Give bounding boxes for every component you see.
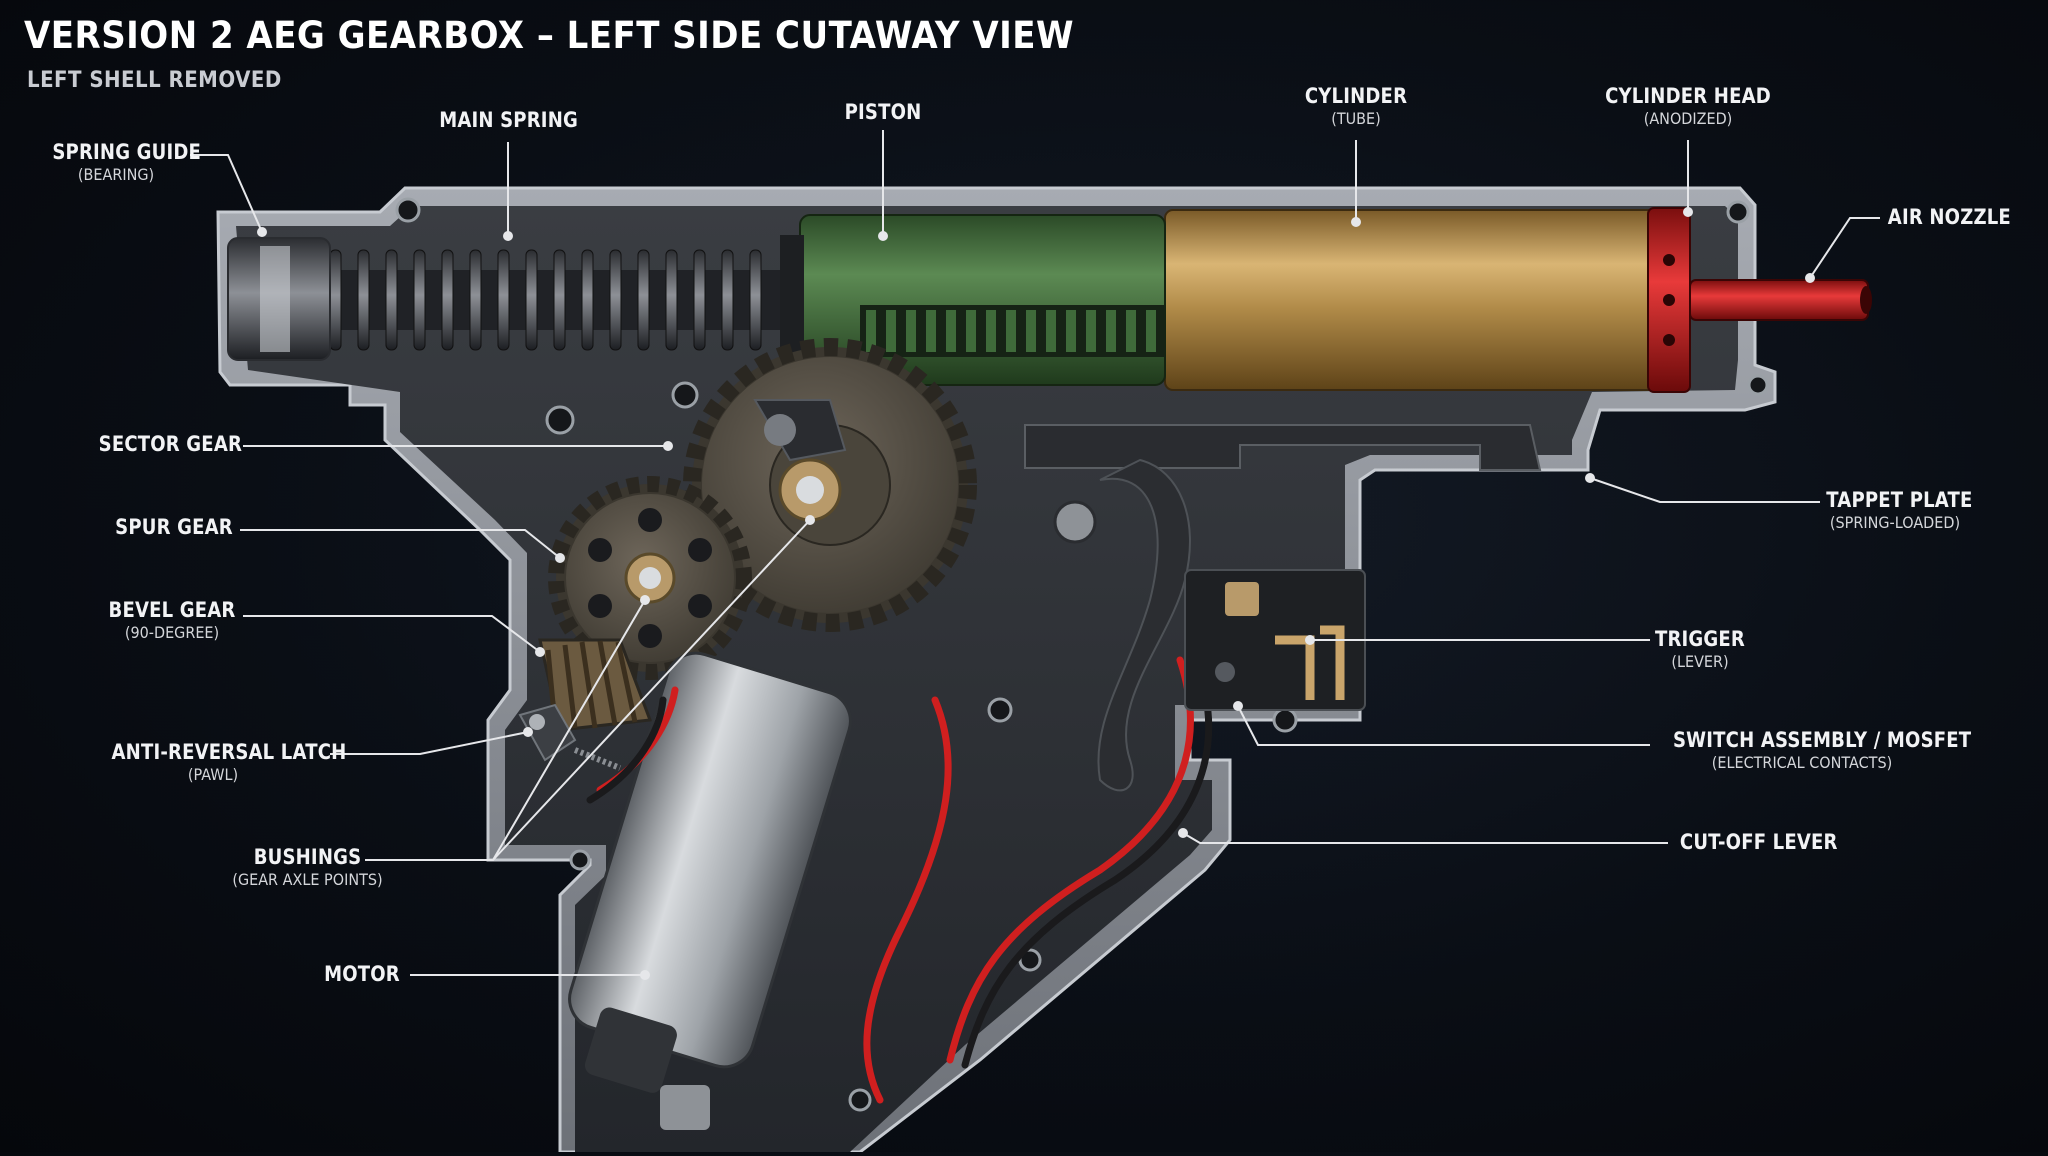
label-cylinder-head: CYLINDER HEAD (ANODIZED) bbox=[1588, 84, 1788, 128]
label-cylinder-head-sub: (ANODIZED) bbox=[1643, 109, 1733, 128]
label-cylinder-head-name: CYLINDER HEAD bbox=[1605, 84, 1771, 108]
label-switch: SWITCH ASSEMBLY / MOSFET (ELECTRICAL CON… bbox=[1652, 728, 1972, 772]
label-anti-reversal-sub: (PAWL) bbox=[187, 765, 239, 784]
label-tappet-plate-sub: (SPRING-LOADED) bbox=[1829, 513, 1961, 532]
spring-guide-bearing bbox=[227, 237, 331, 361]
label-cylinder: CYLINDER (TUBE) bbox=[1286, 84, 1426, 128]
label-spur-gear: SPUR GEAR bbox=[104, 515, 244, 539]
label-sector-gear-name: SECTOR GEAR bbox=[98, 432, 243, 456]
label-bushings: BUSHINGS (GEAR AXLE POINTS) bbox=[205, 845, 410, 889]
page-title: VERSION 2 AEG GEARBOX – LEFT SIDE CUTAWA… bbox=[24, 14, 1074, 57]
label-switch-name: SWITCH ASSEMBLY / MOSFET bbox=[1673, 728, 1972, 752]
label-spring-guide-name: SPRING GUIDE bbox=[52, 140, 202, 164]
sector-gear bbox=[683, 338, 977, 632]
anti-reversal-latch bbox=[518, 703, 622, 771]
label-anti-reversal: ANTI-REVERSAL LATCH (PAWL) bbox=[95, 740, 347, 784]
label-motor: MOTOR bbox=[312, 962, 412, 986]
label-switch-sub: (ELECTRICAL CONTACTS) bbox=[1711, 753, 1893, 772]
tappet-plate bbox=[1024, 424, 1542, 471]
label-cylinder-sub: (TUBE) bbox=[1331, 109, 1381, 128]
label-trigger: TRIGGER (LEVER) bbox=[1645, 627, 1755, 671]
label-spur-gear-name: SPUR GEAR bbox=[115, 515, 233, 539]
trigger-lever bbox=[1053, 458, 1191, 792]
label-spring-guide-sub: (BEARING) bbox=[77, 165, 155, 184]
page-subtitle: LEFT SHELL REMOVED bbox=[27, 68, 282, 93]
label-air-nozzle: AIR NOZZLE bbox=[1878, 205, 2018, 229]
piston-body bbox=[799, 214, 1166, 386]
label-anti-reversal-name: ANTI-REVERSAL LATCH bbox=[111, 740, 347, 764]
label-cutoff: CUT-OFF LEVER bbox=[1668, 830, 1838, 854]
label-tappet-plate-name: TAPPET PLATE bbox=[1826, 488, 1973, 512]
air-nozzle bbox=[1689, 279, 1869, 321]
label-tappet-plate: TAPPET PLATE (SPRING-LOADED) bbox=[1815, 488, 1975, 532]
label-motor-name: MOTOR bbox=[324, 962, 400, 986]
label-bushings-name: BUSHINGS bbox=[253, 845, 362, 869]
main-spring bbox=[329, 249, 780, 351]
leader-lines bbox=[190, 130, 1880, 980]
cylinder-tube bbox=[1164, 209, 1661, 391]
label-trigger-sub: (LEVER) bbox=[1671, 652, 1729, 671]
label-air-nozzle-name: AIR NOZZLE bbox=[1887, 205, 2011, 229]
cylinder-head bbox=[1647, 207, 1691, 393]
label-sector-gear: SECTOR GEAR bbox=[88, 432, 243, 456]
label-main-spring: MAIN SPRING bbox=[428, 108, 588, 132]
label-bevel-gear-name: BEVEL GEAR bbox=[108, 598, 236, 622]
motor-body bbox=[568, 651, 852, 1130]
motor-wires bbox=[586, 656, 1213, 1104]
label-piston: PISTON bbox=[823, 100, 943, 124]
label-cutoff-name: CUT-OFF LEVER bbox=[1679, 830, 1838, 854]
label-bevel-gear: BEVEL GEAR (90-DEGREE) bbox=[98, 598, 246, 642]
label-trigger-name: TRIGGER bbox=[1654, 627, 1746, 651]
label-main-spring-name: MAIN SPRING bbox=[439, 108, 578, 132]
label-bushings-sub: (GEAR AXLE POINTS) bbox=[232, 870, 383, 889]
label-bevel-gear-sub: (90-DEGREE) bbox=[124, 623, 220, 642]
label-piston-name: PISTON bbox=[844, 100, 922, 124]
label-cylinder-name: CYLINDER bbox=[1304, 84, 1408, 108]
spur-gear bbox=[548, 476, 752, 680]
label-spring-guide: SPRING GUIDE (BEARING) bbox=[42, 140, 202, 184]
